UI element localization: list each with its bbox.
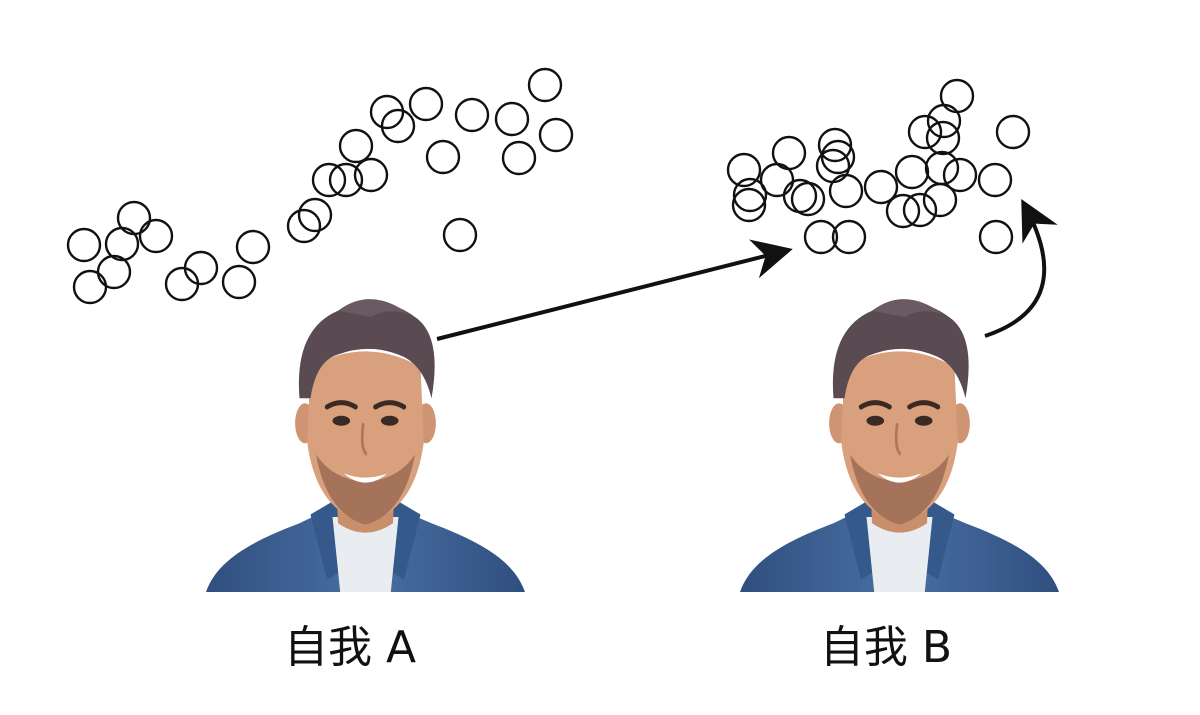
thought-circle-icon: [902, 192, 938, 228]
thought-circle-icon: [221, 264, 257, 300]
person-avatar-icon: [740, 299, 1059, 592]
thought-circle-icon: [116, 200, 152, 236]
thought-circle-icon: [942, 157, 978, 193]
thought-circle-icon: [138, 218, 174, 254]
thought-circle-icon: [977, 162, 1013, 198]
thought-circle-icon: [885, 193, 921, 229]
thought-circle-icon: [369, 94, 405, 130]
thought-circle-icon: [803, 219, 839, 255]
person-a-label: 自我 A: [283, 622, 417, 673]
thought-circle-icon: [790, 181, 826, 217]
thought-circle-icon: [863, 169, 899, 205]
thought-circle-icon: [924, 150, 960, 186]
thought-circle-icon: [828, 173, 864, 209]
thought-circle-icon: [817, 127, 853, 163]
thought-circle-icon: [96, 254, 132, 290]
thought-cloud-b: [726, 78, 1031, 255]
thought-circle-icon: [726, 152, 762, 188]
thought-circle-icon: [907, 114, 943, 150]
thought-circle-icon: [235, 229, 271, 265]
thought-circle-icon: [978, 219, 1014, 255]
thought-circle-icon: [66, 227, 102, 263]
person-b-label: 自我 B: [819, 622, 953, 673]
thought-circle-icon: [297, 197, 333, 233]
thought-circle-icon: [995, 114, 1031, 150]
thought-circle-icon: [425, 139, 461, 175]
thought-circle-icon: [183, 250, 219, 286]
thought-circle-icon: [338, 128, 374, 164]
thought-circle-icon: [732, 177, 768, 213]
thought-circle-icon: [925, 120, 961, 156]
thought-circle-icon: [494, 101, 530, 137]
thought-circle-icon: [72, 269, 108, 305]
thought-circle-icon: [771, 135, 807, 171]
thought-circle-icon: [939, 78, 975, 114]
person-avatar-icon: [206, 299, 525, 592]
thought-circle-icon: [380, 108, 416, 144]
thought-circle-icon: [353, 157, 389, 193]
thought-circle-icon: [894, 154, 930, 190]
thought-circle-icon: [527, 67, 563, 103]
thought-cloud-a: [66, 67, 574, 305]
thought-circle-icon: [831, 219, 867, 255]
arrow-icon: [984, 198, 1058, 338]
thought-circle-icon: [731, 187, 767, 223]
thought-circle-icon: [454, 97, 490, 133]
thought-circle-icon: [408, 86, 444, 122]
thought-circle-icon: [164, 266, 200, 302]
thought-circle-icon: [286, 208, 322, 244]
thought-circle-icon: [820, 139, 856, 175]
thought-circle-icon: [328, 162, 364, 198]
thought-circle-icon: [442, 217, 478, 253]
thought-circle-icon: [311, 162, 347, 198]
thought-circle-icon: [501, 140, 537, 176]
arrow-icon: [436, 239, 793, 341]
thought-circle-icon: [538, 117, 574, 153]
